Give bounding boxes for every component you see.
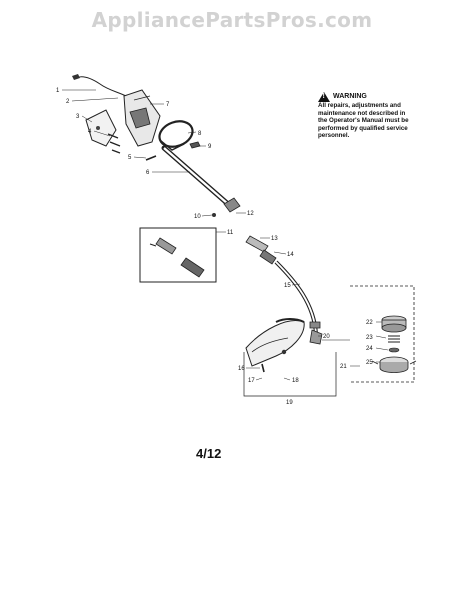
watermark: AppliancePartsPros.com — [91, 8, 373, 32]
callout-6: 6 — [146, 170, 150, 176]
callout-14: 14 — [287, 252, 294, 258]
page-number: 4/12 — [196, 446, 222, 461]
handle-screw-hole — [96, 126, 100, 130]
callout-1: 1 — [56, 88, 60, 94]
gear-head — [309, 329, 323, 345]
callout-5: 5 — [128, 155, 132, 161]
leader-lines — [62, 89, 389, 381]
spool-housing — [379, 362, 409, 373]
trimmer-head-bracket — [350, 285, 415, 383]
callout-21: 21 — [340, 364, 347, 370]
shaft-coupler — [223, 197, 241, 213]
shaft-clamp — [309, 321, 321, 329]
callout-20: 20 — [323, 334, 330, 340]
warning-box: WARNING All repairs, adjustments and mai… — [318, 92, 410, 140]
throttle-trigger — [129, 107, 151, 129]
throttle-cable — [75, 76, 127, 97]
callout-7: 7 — [166, 102, 170, 108]
callout-17: 17 — [248, 378, 255, 384]
callout-18: 18 — [292, 378, 299, 384]
clamp-knob — [189, 141, 201, 149]
callout-10: 10 — [194, 214, 201, 220]
warning-triangle-icon — [318, 92, 330, 102]
screw-set — [107, 133, 121, 154]
callout-22: 22 — [366, 320, 373, 326]
callout-12: 12 — [247, 211, 254, 217]
callout-23: 23 — [366, 335, 373, 341]
attachment-coupler — [180, 257, 205, 278]
coupler-sleeve — [259, 249, 277, 265]
trimmer-line — [371, 360, 417, 365]
callout-8: 8 — [198, 131, 202, 137]
debris-guard — [245, 320, 305, 367]
callout-11: 11 — [227, 230, 234, 236]
callout-9: 9 — [208, 144, 212, 150]
callout-24: 24 — [366, 346, 373, 352]
guard-nut — [281, 349, 287, 355]
callout-19: 19 — [286, 400, 293, 406]
callout-2: 2 — [66, 99, 70, 105]
callout-16: 16 — [238, 366, 245, 372]
cable-end — [72, 74, 80, 80]
callout-13: 13 — [271, 236, 278, 242]
coupler-screw — [212, 213, 216, 217]
warning-header: WARNING — [318, 92, 410, 102]
handle-half — [85, 109, 117, 147]
spring — [388, 335, 400, 343]
handle-clamp — [158, 120, 194, 148]
callout-4: 4 — [88, 129, 92, 135]
warning-title: WARNING — [333, 93, 367, 101]
warning-body: All repairs, adjustments and maintenance… — [318, 102, 409, 140]
callout-3: 3 — [76, 114, 80, 120]
lower-coupler — [245, 235, 269, 253]
screw — [145, 155, 157, 161]
spool-bottom — [381, 323, 407, 333]
attachment-fitting — [155, 237, 177, 255]
callout-25: 25 — [366, 360, 373, 366]
washer — [388, 347, 400, 353]
callout-15: 15 — [284, 283, 291, 289]
attachment-kit-box — [139, 227, 217, 283]
guard-screw — [261, 363, 265, 373]
guard-parts-bracket — [243, 352, 337, 397]
